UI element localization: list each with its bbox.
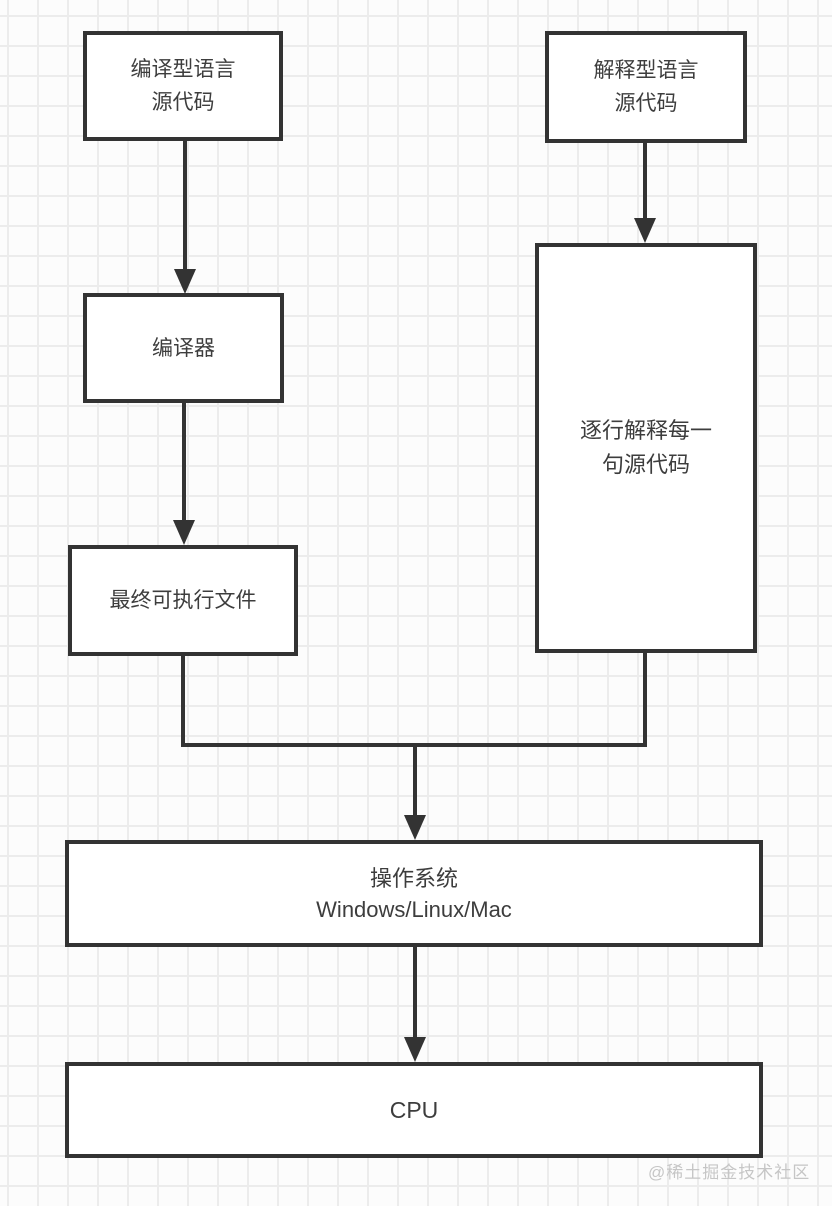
node-interpreted-source-line1: 解释型语言 [593,59,699,82]
node-compiled-source-line1: 编译型语言 [130,58,236,81]
node-operating-system: 操作系统 Windows/Linux/Mac [65,840,763,947]
node-executable-label: 最终可执行文件 [109,589,257,612]
connector-merge-bar [181,651,647,747]
arrowhead-interpreted-to-interpret [634,218,656,243]
watermark: @稀土掘金技术社区 [648,1163,811,1182]
node-executable: 最终可执行文件 [68,545,298,656]
node-interpret-lines-line1: 逐行解释每一 [579,418,712,443]
node-cpu: CPU [65,1062,763,1158]
node-interpreted-source-line2: 源代码 [614,92,678,115]
node-compiler: 编译器 [83,293,284,403]
node-interpreted-source: 解释型语言 源代码 [545,31,747,143]
node-os-line1: 操作系统 [369,865,458,891]
node-os-line2: Windows/Linux/Mac [316,896,512,922]
node-compiled-source-line2: 源代码 [151,91,215,114]
node-compiler-label: 编译器 [152,336,215,360]
arrowhead-os-to-cpu [404,1037,426,1062]
node-interpret-lines-line2: 句源代码 [601,452,690,477]
arrowhead-compiled-to-compiler [174,269,196,294]
node-interpret-lines: 逐行解释每一 句源代码 [535,243,757,653]
arrowhead-compiler-to-executable [173,520,195,545]
node-compiled-source: 编译型语言 源代码 [83,31,283,141]
node-cpu-label: CPU [389,1096,439,1123]
arrowhead-merge-to-os [404,815,426,840]
